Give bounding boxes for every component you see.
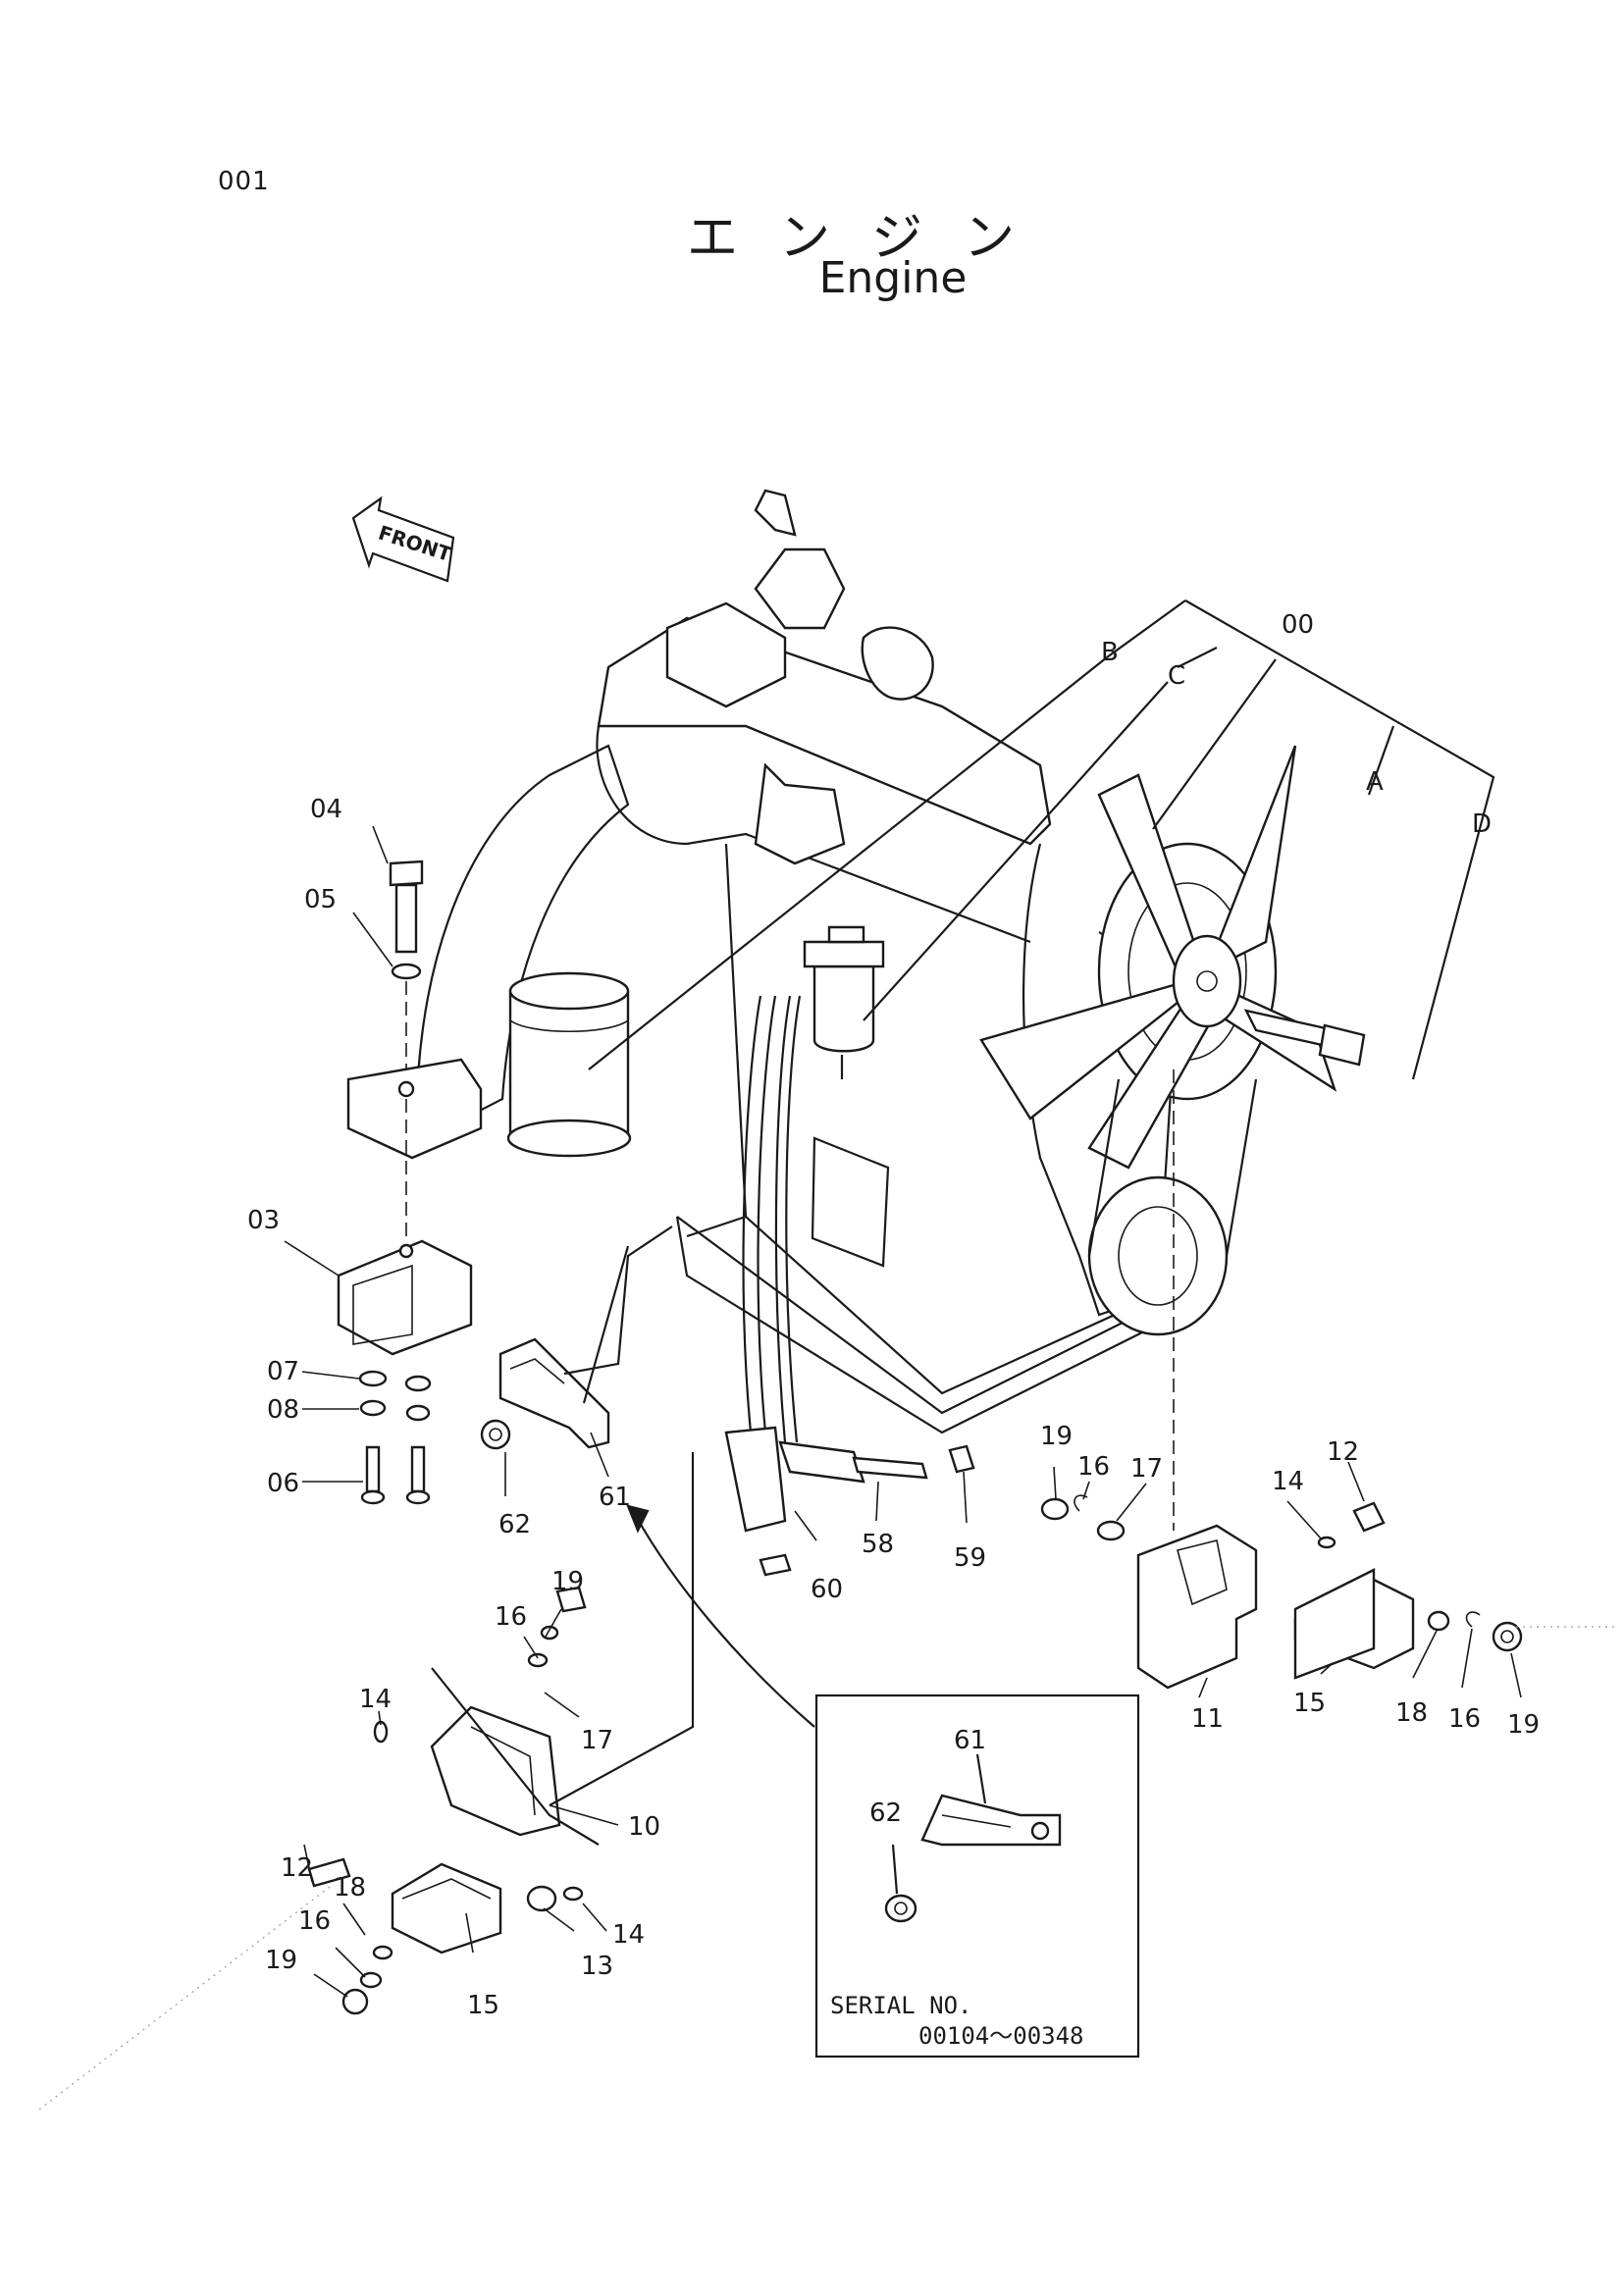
callout-labels: 00 A B C D 03 04 05 06 07 08 10 11 12 12… [247, 610, 1540, 2020]
inset-callout-62: 62 [869, 1799, 902, 1828]
callout-16-right-bottom: 16 [1448, 1704, 1481, 1734]
inset-callout-61: 61 [954, 1726, 986, 1755]
guide-line-left [38, 1883, 335, 2111]
serial-range: 00104～00348 [918, 2022, 1084, 2050]
callout-19-right-top: 19 [1040, 1422, 1073, 1451]
hoses [724, 995, 975, 1577]
callout-16-right-top: 16 [1077, 1452, 1110, 1482]
callout-03: 03 [247, 1206, 280, 1235]
callout-B: B [1101, 638, 1119, 667]
callout-D: D [1472, 809, 1492, 839]
right-rear-mount [1040, 1069, 1523, 1690]
callout-10: 10 [628, 1812, 660, 1842]
title-english: Engine [818, 253, 968, 303]
callout-62: 62 [498, 1510, 531, 1539]
bracket-61-main [480, 1225, 673, 1450]
upper-leaders [588, 600, 1495, 1080]
callout-07: 07 [267, 1357, 299, 1386]
callout-15-left: 15 [467, 1991, 499, 2020]
inset-box: SERIAL NO. 00104～00348 [814, 1694, 1140, 2059]
callout-60: 60 [811, 1575, 843, 1604]
callout-06: 06 [267, 1469, 299, 1498]
cooling-fan [979, 745, 1366, 1336]
callout-12-right: 12 [1327, 1437, 1359, 1467]
callout-19-mid: 19 [551, 1567, 584, 1596]
callout-04: 04 [310, 795, 342, 824]
callout-15-right: 15 [1293, 1689, 1326, 1718]
callout-17-right: 17 [1130, 1454, 1163, 1484]
title-japanese: エンジン [687, 209, 1057, 268]
left-rear-mount [307, 1452, 695, 2015]
callout-19-right-bottom: 19 [1507, 1710, 1540, 1740]
callout-16-mid: 16 [495, 1602, 527, 1632]
engine-block [415, 489, 1219, 1434]
callout-14-bottom: 14 [612, 1920, 645, 1950]
callout-11: 11 [1191, 1704, 1224, 1734]
callout-18-left: 18 [334, 1873, 366, 1903]
front-arrow: FRONT [351, 495, 455, 583]
callout-C: C [1168, 661, 1185, 691]
callout-17-left: 17 [581, 1726, 613, 1755]
callout-16-bottom: 16 [298, 1906, 331, 1936]
callout-58: 58 [862, 1530, 894, 1559]
serial-label: SERIAL NO. [830, 1992, 972, 2019]
fuel-filter [803, 925, 885, 1079]
callout-A: A [1366, 767, 1384, 797]
callout-19-bottom: 19 [265, 1946, 297, 1975]
callout-12-left: 12 [281, 1853, 313, 1883]
callout-61: 61 [599, 1483, 631, 1512]
callout-05: 05 [304, 885, 337, 914]
left-front-mount [337, 860, 483, 1505]
callout-14-right: 14 [1272, 1467, 1304, 1496]
callout-leaders [284, 825, 1522, 1998]
callout-13: 13 [581, 1952, 613, 1981]
callout-59: 59 [954, 1543, 986, 1573]
oil-filter [506, 971, 632, 1158]
callout-18-right: 18 [1395, 1698, 1428, 1728]
inset-pointer-arrow [635, 1515, 815, 1728]
callout-14-left: 14 [359, 1685, 392, 1714]
page-number: 001 [218, 167, 270, 196]
callout-08: 08 [267, 1395, 299, 1425]
inset-pointer-arrowhead [626, 1504, 650, 1534]
callout-00: 00 [1282, 610, 1314, 640]
